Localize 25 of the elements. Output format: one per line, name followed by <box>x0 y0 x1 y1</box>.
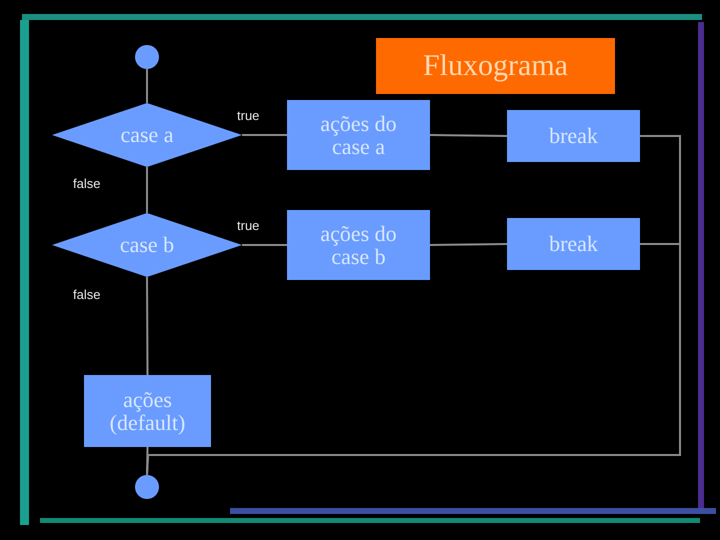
connector-line <box>242 244 287 246</box>
connector-line <box>146 243 681 476</box>
process-box <box>84 375 211 447</box>
node-text: case a <box>120 123 174 147</box>
edge-label: false <box>72 176 102 191</box>
title-banner: Fluxograma <box>376 38 615 94</box>
connector-line <box>146 69 148 103</box>
process-box <box>507 110 640 162</box>
process-box <box>287 100 430 170</box>
node-text: case b <box>120 233 174 257</box>
terminal-circle <box>135 475 159 499</box>
edge-label: false <box>72 287 102 302</box>
terminal-circle <box>135 45 159 69</box>
connector-line <box>146 167 148 213</box>
node-text: break <box>549 232 598 256</box>
node-text: break <box>549 124 598 148</box>
node-text: ações do case a <box>319 112 398 158</box>
process-box <box>507 218 640 270</box>
connector-line <box>430 243 508 246</box>
process-box <box>287 210 430 280</box>
node-text: ações (default) <box>108 388 186 434</box>
connector-line <box>430 134 508 137</box>
node-text: ações do case b <box>319 222 398 268</box>
connector-line <box>146 277 148 375</box>
connector-line <box>242 134 287 136</box>
